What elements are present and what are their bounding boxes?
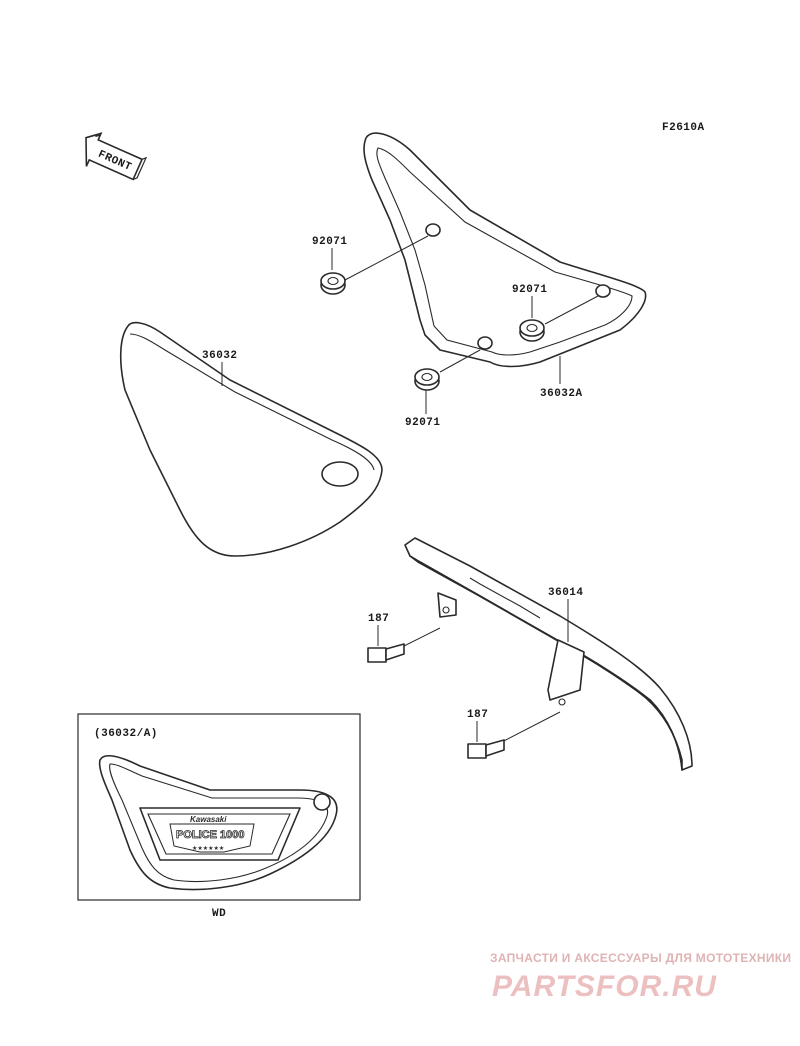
grommet-right xyxy=(519,284,611,342)
callout-92071-lower: 92071 xyxy=(405,417,441,429)
callout-36014: 36014 xyxy=(548,587,584,599)
bolt-lower xyxy=(467,711,561,759)
bolt-upper xyxy=(367,627,441,663)
left-side-cover xyxy=(119,321,383,557)
inset-box: (36032/A) Kawasaki POLICE 1000 ★★★★★★ xyxy=(77,713,361,901)
watermark-brand: PARTSFOR.RU xyxy=(492,970,717,1003)
watermark-tagline: ЗАПЧАСТИ И АКСЕССУАРЫ ДЛЯ МОТОТЕХНИКИ xyxy=(490,951,791,965)
callout-36032: 36032 xyxy=(202,350,238,362)
callout-187-upper: 187 xyxy=(368,613,389,625)
chain-case xyxy=(404,537,693,771)
right-side-cover xyxy=(363,132,647,368)
grommet-lower xyxy=(414,336,493,391)
callout-36032A: 36032A xyxy=(540,388,583,400)
drawing-code: F2610A xyxy=(662,122,705,134)
emblem-model: POLICE 1000 xyxy=(176,829,244,841)
callout-92071-upper: 92071 xyxy=(312,236,348,248)
callout-187-lower: 187 xyxy=(467,709,488,721)
front-arrow-icon: FRONT xyxy=(85,132,148,181)
callout-92071-right: 92071 xyxy=(512,284,548,296)
grommet-upper xyxy=(320,223,441,295)
inset-title: (36032/A) xyxy=(94,728,158,740)
inset-caption: WD xyxy=(212,908,226,920)
emblem-brand: Kawasaki xyxy=(190,815,227,824)
emblem-stars: ★★★★★★ xyxy=(192,845,224,852)
